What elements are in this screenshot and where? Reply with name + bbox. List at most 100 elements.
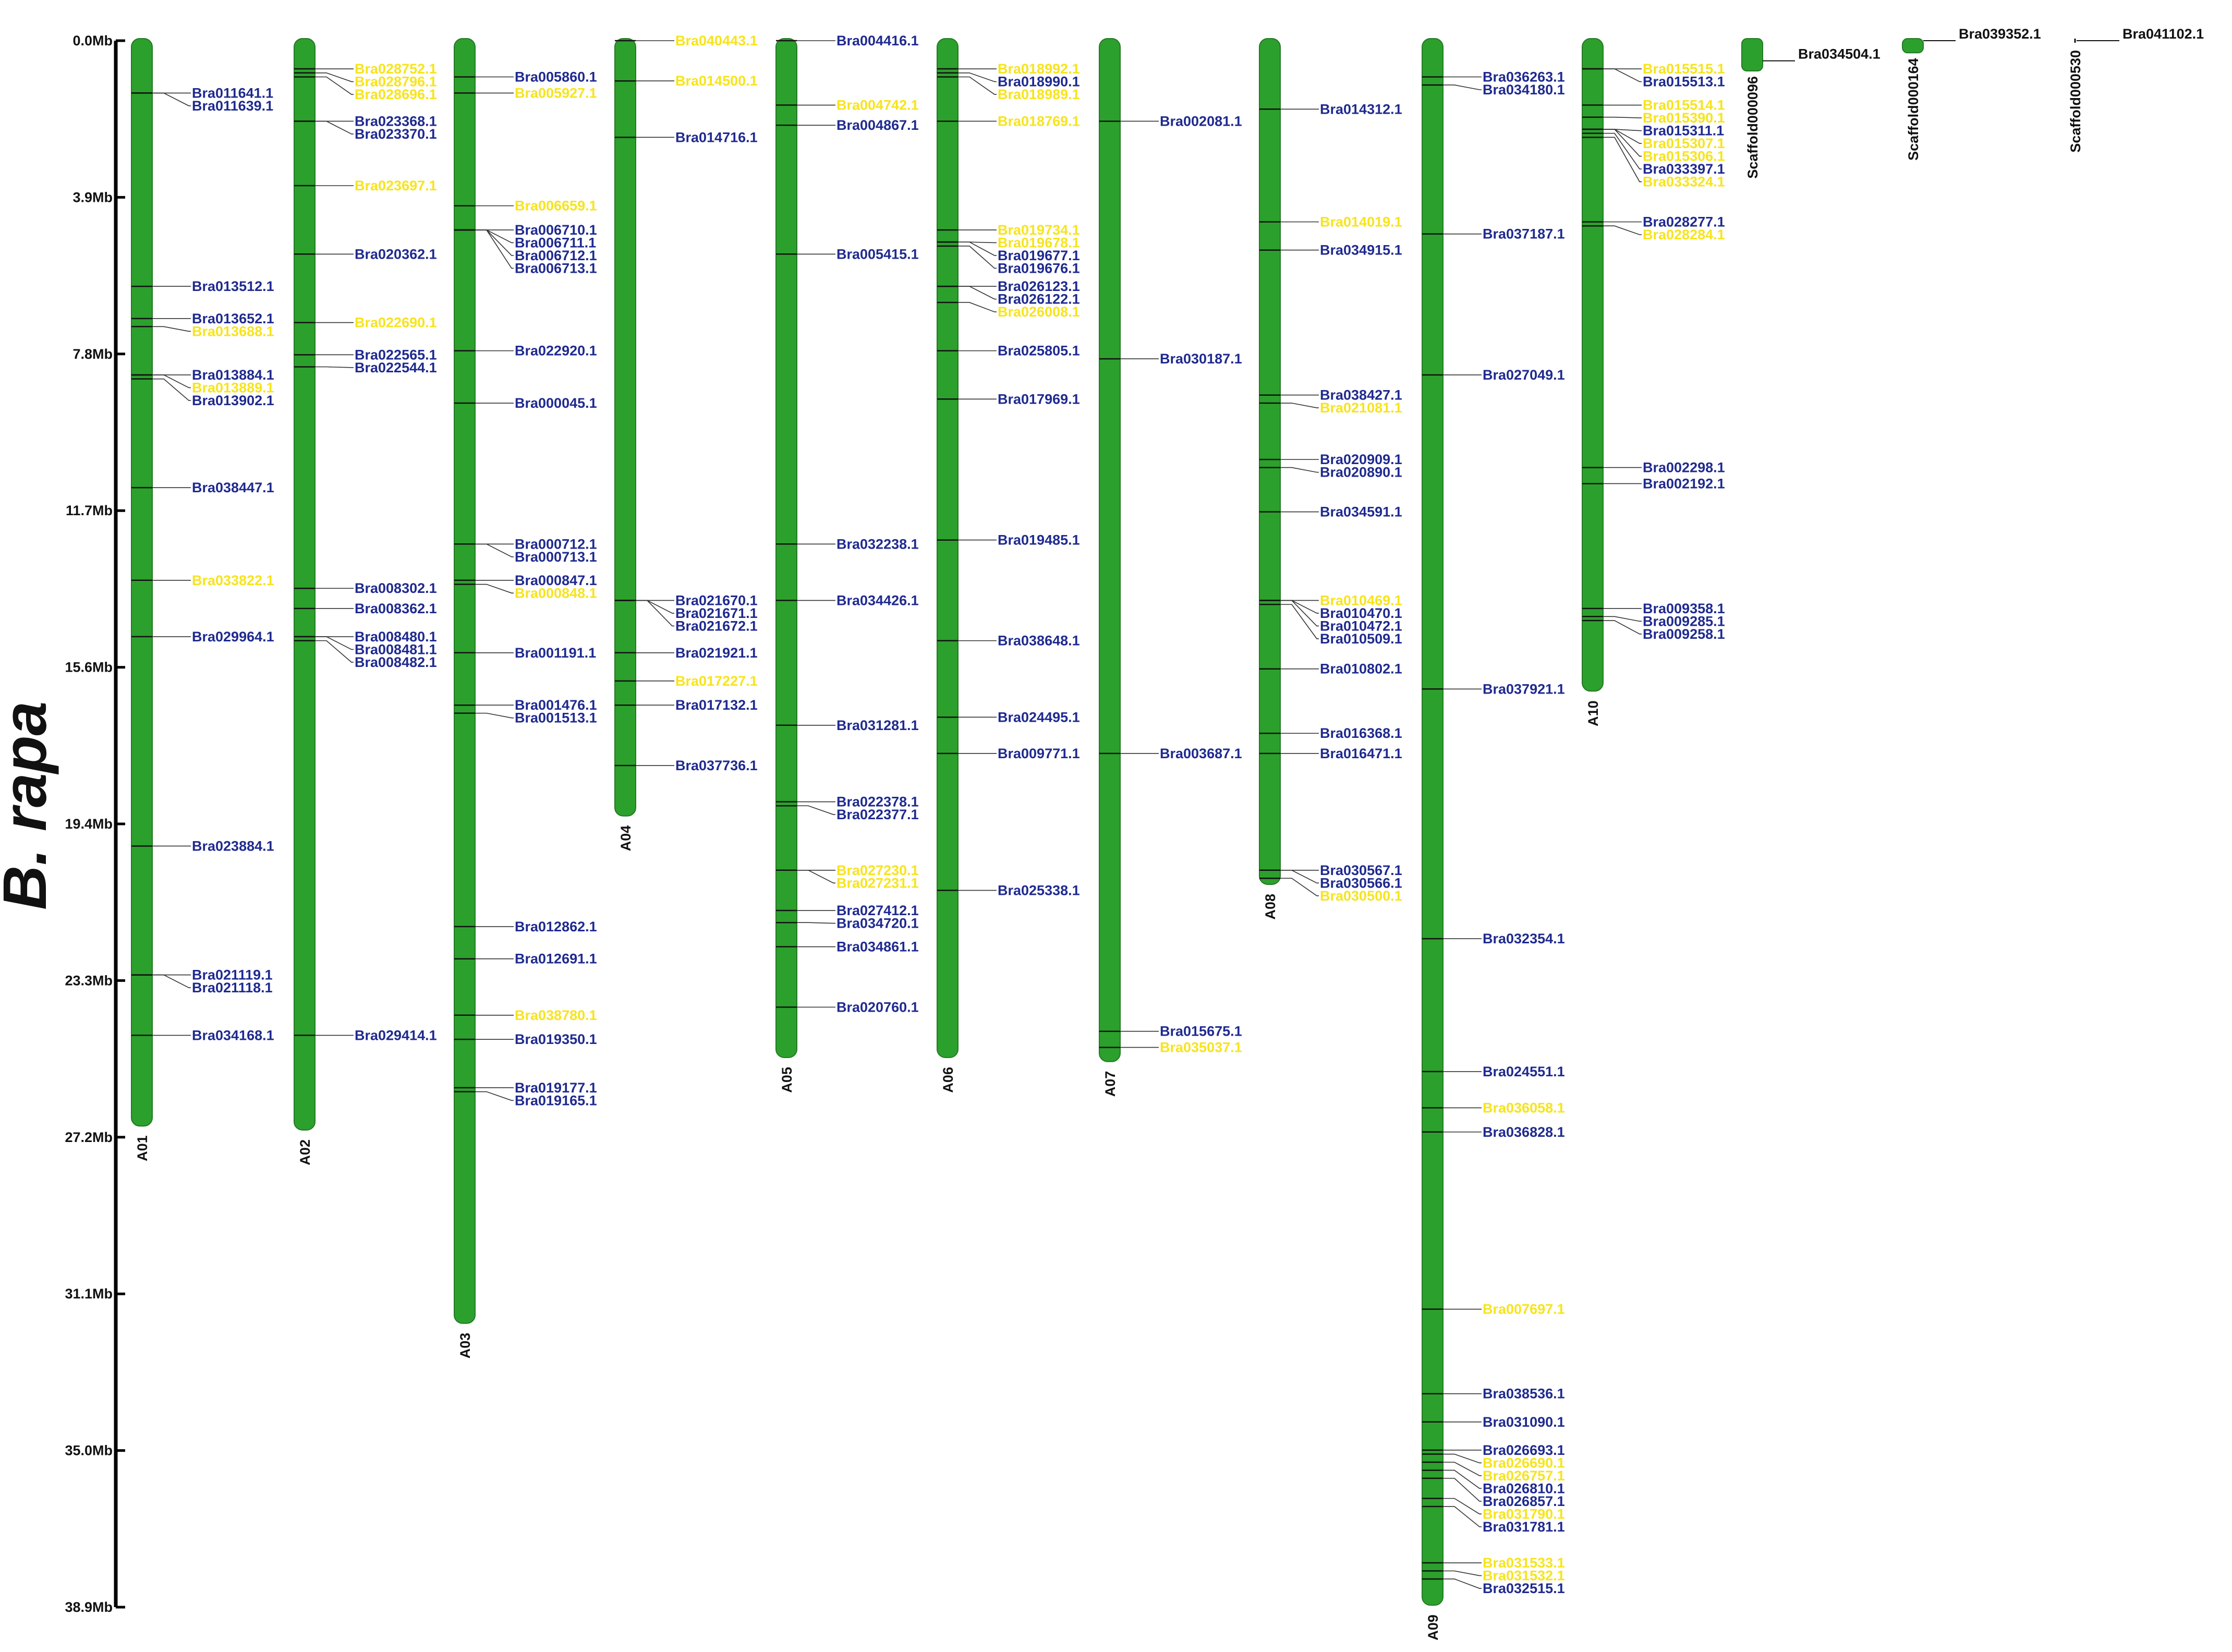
chromosome-name: A09 [1425, 1614, 1441, 1641]
gene-label: Bra031532.1 [1483, 1568, 1565, 1584]
chromosome-bar [1099, 38, 1121, 1062]
gene-label: Bra034426.1 [836, 592, 919, 608]
gene-label: Bra013902.1 [192, 393, 274, 408]
gene-label: Bra009258.1 [1643, 626, 1725, 642]
gene-label: Bra018989.1 [998, 87, 1080, 102]
gene-label: Bra032354.1 [1483, 931, 1565, 946]
gene-label: Bra015311.1 [1643, 123, 1724, 139]
gene-label: Bra034591.1 [1320, 504, 1402, 520]
gene-leader [1443, 84, 1482, 90]
gene-leader [1603, 225, 1642, 235]
gene-leader [315, 366, 354, 368]
gene-label: Bra015675.1 [1160, 1024, 1242, 1039]
gene-label: Bra037187.1 [1483, 226, 1565, 242]
gene-label: Bra008482.1 [355, 654, 437, 670]
gene-leader [1443, 1462, 1482, 1476]
gene-label: Bra020362.1 [355, 246, 437, 262]
chromosome-bar [775, 38, 797, 1059]
gene-label: Bra021672.1 [675, 618, 758, 634]
gene-label: Bra033397.1 [1643, 161, 1725, 177]
axis-tick-label: 7.8Mb [72, 346, 113, 362]
chromosome-bar [937, 38, 959, 1059]
gene-label: Bra013688.1 [192, 323, 274, 339]
gene-label: Bra013652.1 [192, 311, 274, 326]
gene-label: Bra022690.1 [355, 315, 437, 331]
chromosome-a04: A04Bra040443.1Bra014500.1Bra014716.1Bra0… [614, 33, 758, 851]
gene-leader [797, 922, 835, 924]
gene-label: Bra025805.1 [998, 343, 1080, 359]
gene-label: Bra031790.1 [1483, 1506, 1565, 1522]
gene-leader [636, 600, 674, 614]
gene-leader [152, 92, 191, 106]
gene-leader [1443, 1578, 1482, 1589]
gene-label: Bra038427.1 [1320, 387, 1402, 403]
gene-label: Bra008302.1 [355, 580, 437, 596]
gene-label: Bra031781.1 [1483, 1519, 1565, 1535]
scaffold-name: Scaffold000096 [1745, 76, 1761, 179]
gene-leader [636, 600, 674, 627]
gene-label: Bra022378.1 [836, 794, 919, 810]
gene-label: Bra018990.1 [998, 74, 1080, 90]
gene-label: Bra008480.1 [355, 629, 437, 645]
gene-leader [1603, 116, 1642, 118]
axis-tick-label: 35.0Mb [65, 1443, 113, 1459]
gene-leader [1280, 403, 1319, 408]
gene-label: Bra020909.1 [1320, 452, 1402, 467]
chromosome-bar [1422, 38, 1443, 1606]
gene-label: Bra037736.1 [675, 758, 758, 773]
gene-label: Bra030500.1 [1320, 888, 1402, 904]
gene-label: Bra013889.1 [192, 380, 274, 395]
gene-label: Bra026123.1 [998, 278, 1080, 294]
gene-leader [1280, 600, 1319, 614]
species-title: B. rapa [0, 701, 59, 910]
gene-label: Bra000848.1 [515, 585, 597, 601]
gene-label: Bra027231.1 [836, 875, 919, 891]
gene-label: Bra034168.1 [192, 1027, 274, 1043]
gene-leader [152, 378, 191, 401]
gene-leader [1280, 604, 1319, 639]
gene-leader [1443, 1498, 1482, 1515]
gene-label: Bra034915.1 [1320, 242, 1402, 258]
gene-label: Bra026810.1 [1483, 1480, 1565, 1496]
gene-leader [1443, 1506, 1482, 1527]
gene-leader [1280, 878, 1319, 896]
chromosome-name: A01 [135, 1135, 150, 1161]
scaffold-bar [1741, 38, 1763, 72]
chromosome-name: A03 [457, 1333, 473, 1359]
gene-label: Bra034504.1 [1798, 46, 1881, 62]
gene-label: Bra009358.1 [1643, 601, 1725, 616]
gene-leader [797, 870, 835, 884]
gene-label: Bra028284.1 [1643, 227, 1725, 242]
gene-leader [315, 120, 354, 135]
gene-label: Bra004867.1 [836, 117, 919, 133]
gene-label: Bra026757.1 [1483, 1468, 1565, 1484]
gene-label: Bra004416.1 [836, 33, 919, 48]
gene-leader [152, 974, 191, 988]
gene-label: Bra026690.1 [1483, 1455, 1565, 1471]
gene-label: Bra031533.1 [1483, 1555, 1565, 1571]
gene-leader [1280, 600, 1319, 627]
gene-label: Bra006712.1 [515, 248, 597, 263]
gene-label: Bra018992.1 [998, 61, 1080, 77]
gene-label: Bra010509.1 [1320, 631, 1402, 647]
scaffold-name: Scaffold000164 [1906, 58, 1921, 161]
axis-tick-label: 38.9Mb [65, 1599, 113, 1615]
gene-label: Bra039352.1 [1959, 26, 2041, 42]
gene-label: Bra036058.1 [1483, 1100, 1565, 1115]
gene-leader [475, 229, 514, 244]
gene-label: Bra030566.1 [1320, 875, 1402, 891]
chromosome-name: A06 [940, 1067, 956, 1093]
gene-label: Bra002081.1 [1160, 113, 1242, 129]
chromosome-a05: A05Bra004416.1Bra004742.1Bra004867.1Bra0… [775, 33, 919, 1093]
gene-label: Bra017227.1 [675, 673, 758, 689]
gene-label: Bra005860.1 [515, 69, 597, 85]
gene-label: Bra027230.1 [836, 863, 919, 878]
gene-label: Bra010472.1 [1320, 618, 1402, 634]
gene-leader [1443, 1453, 1482, 1464]
gene-label: Bra006710.1 [515, 222, 597, 238]
gene-label: Bra023697.1 [355, 178, 437, 193]
gene-label: Bra032515.1 [1483, 1581, 1565, 1596]
gene-label: Bra033822.1 [192, 573, 274, 588]
gene-label: Bra019678.1 [998, 235, 1080, 250]
